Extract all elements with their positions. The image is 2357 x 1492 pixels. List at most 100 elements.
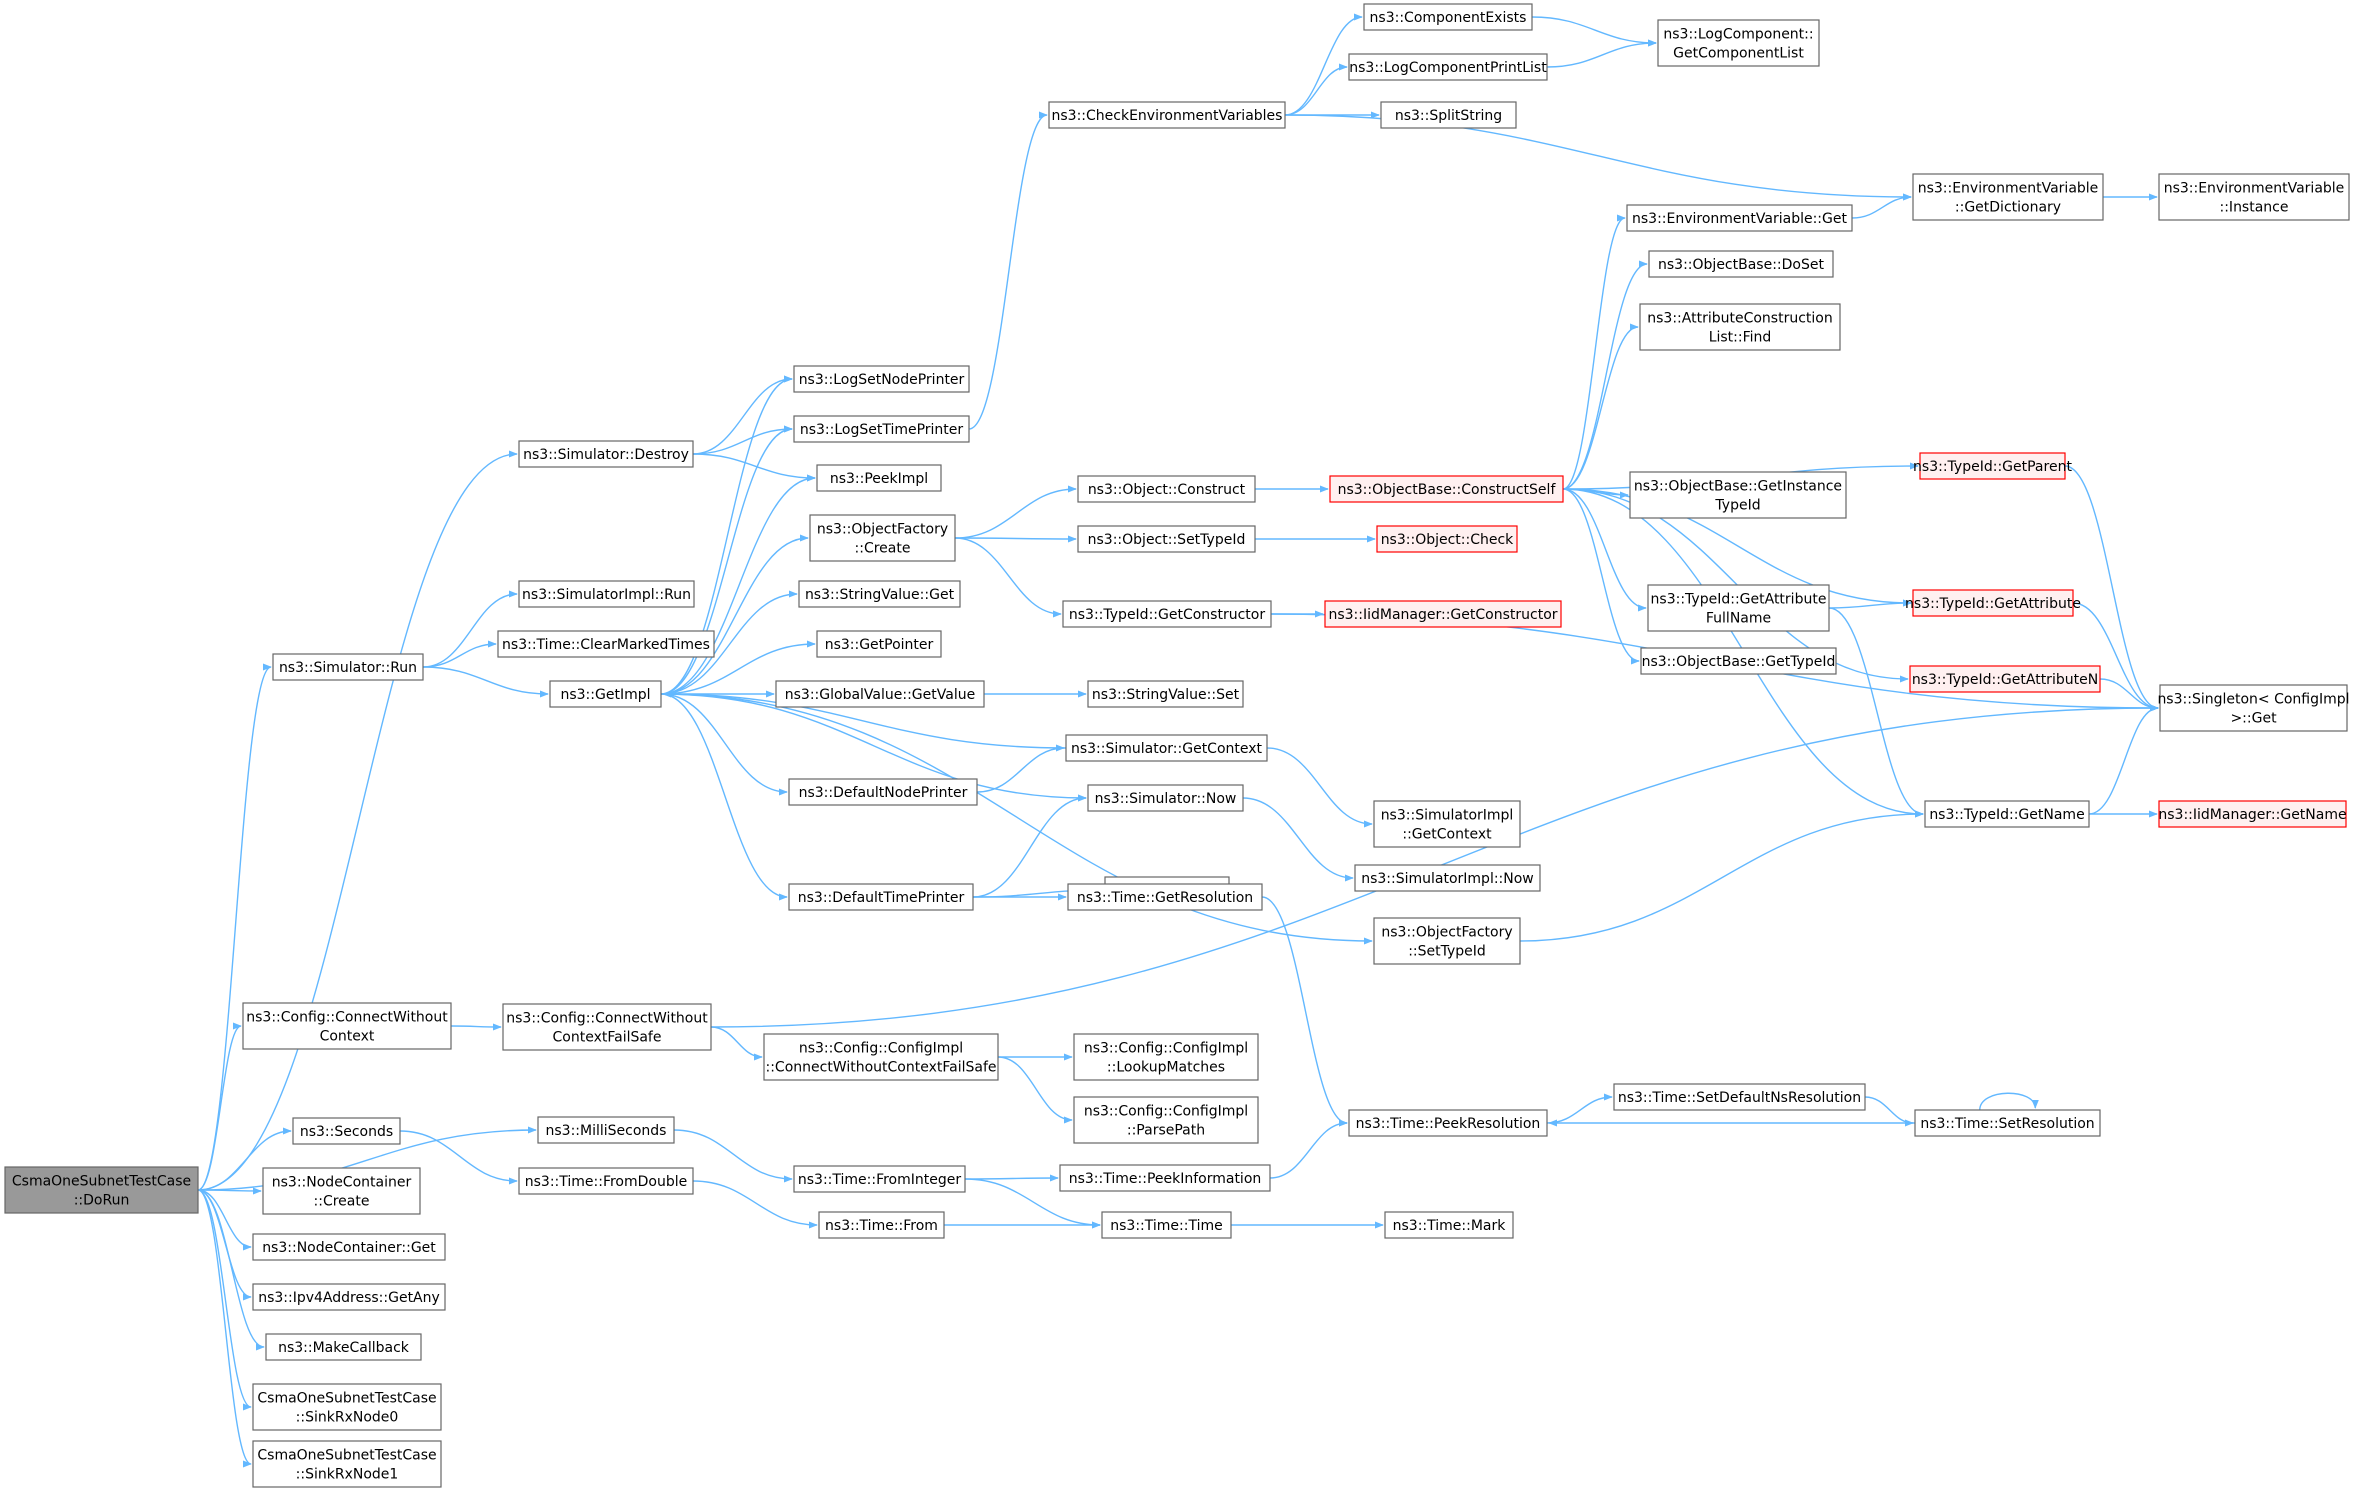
node-log-set-node[interactable]: ns3::LogSetNodePrinter: [793, 365, 970, 393]
node-seconds[interactable]: ns3::Seconds: [292, 1117, 401, 1145]
node-tid-get-ctor[interactable]: ns3::TypeId::GetConstructor: [1062, 600, 1272, 628]
node-make-cb[interactable]: ns3::MakeCallback: [265, 1333, 422, 1361]
node-log-set-time[interactable]: ns3::LogSetTimePrinter: [793, 415, 970, 443]
call-edge-getImpl-to-defNodePrinter: [660, 693, 788, 796]
node-peek-impl[interactable]: ns3::PeekImpl: [816, 464, 942, 492]
call-edge-timeGetRes-to-peekRes: [1261, 896, 1348, 1127]
node-box: [1329, 475, 1564, 503]
node-time-get-res[interactable]: ns3::Time::GetResolution: [1067, 883, 1263, 911]
node-time-time[interactable]: ns3::Time::Time: [1101, 1211, 1232, 1239]
node-cfg-c-w-c[interactable]: ns3::Config::ConnectWithoutContext: [242, 1002, 452, 1050]
node-singleton-get[interactable]: ns3::Singleton< ConfigImpl >::Get: [2157, 684, 2350, 732]
node-log-comp-print[interactable]: ns3::LogComponentPrintList: [1348, 53, 1548, 81]
node-label: ::SetTypeId: [1408, 944, 1486, 960]
node-sim-get-context[interactable]: ns3::Simulator::GetContext: [1065, 734, 1268, 762]
node-sim-impl-now[interactable]: ns3::SimulatorImpl::Now: [1354, 864, 1541, 892]
call-edge-tidGetAttr-to-singletonGet: [2072, 602, 2159, 712]
node-tid-get-attr[interactable]: ns3::TypeId::GetAttribute: [1905, 589, 2081, 617]
node-box: [252, 1383, 442, 1431]
node-label: ::SinkRxNode1: [296, 1467, 399, 1483]
node-iid-get-name[interactable]: ns3::IidManager::GetName: [2158, 800, 2347, 828]
node-env-var-get-dict[interactable]: ns3::EnvironmentVariable::GetDictionary: [1912, 173, 2104, 221]
node-lookup-matches[interactable]: ns3::Config::ConfigImpl::LookupMatches: [1073, 1033, 1259, 1081]
node-box: [1912, 589, 2074, 617]
node-ob-construct-self[interactable]: ns3::ObjectBase::ConstructSelf: [1329, 475, 1564, 503]
call-edge-checkEnv-to-envVarGetDict: [1284, 114, 1912, 201]
node-parse-path[interactable]: ns3::Config::ConfigImpl::ParsePath: [1073, 1096, 1259, 1144]
node-peek-info[interactable]: ns3::Time::PeekInformation: [1059, 1164, 1271, 1192]
node-get-pointer[interactable]: ns3::GetPointer: [816, 630, 942, 658]
node-gv-get-value[interactable]: ns3::GlobalValue::GetValue: [775, 680, 985, 708]
node-def-time-printer[interactable]: ns3::DefaultTimePrinter: [788, 883, 974, 911]
node-obj-fact-set-tid[interactable]: ns3::ObjectFactory::SetTypeId: [1373, 917, 1521, 965]
node-label: ns3::GlobalValue::GetValue: [785, 687, 975, 703]
node-get-impl[interactable]: ns3::GetImpl: [549, 680, 662, 708]
node-env-var-get[interactable]: ns3::EnvironmentVariable::Get: [1626, 204, 1853, 232]
node-tid-get-name[interactable]: ns3::TypeId::GetName: [1924, 800, 2090, 828]
node-ob-do-set[interactable]: ns3::ObjectBase::DoSet: [1648, 250, 1834, 278]
node-nc-get[interactable]: ns3::NodeContainer::Get: [252, 1233, 446, 1261]
node-peek-res[interactable]: ns3::Time::PeekResolution: [1348, 1109, 1548, 1137]
node-set-def-ns-res[interactable]: ns3::Time::SetDefaultNsResolution: [1613, 1083, 1866, 1111]
call-edge-doRun-to-ncGet: [197, 1189, 252, 1251]
node-tid-get-attr-n[interactable]: ns3::TypeId::GetAttributeN: [1909, 665, 2101, 693]
node-sim-impl-get-ctx[interactable]: ns3::SimulatorImpl::GetContext: [1373, 800, 1521, 848]
node-time-mark[interactable]: ns3::Time::Mark: [1384, 1211, 1514, 1239]
node-box: [1909, 665, 2101, 693]
node-obj-fact-create[interactable]: ns3::ObjectFactory::Create: [809, 514, 956, 562]
node-obj-construct[interactable]: ns3::Object::Construct: [1077, 475, 1256, 503]
node-label: ns3::SplitString: [1395, 108, 1502, 124]
node-nc-create[interactable]: ns3::NodeContainer::Create: [262, 1167, 421, 1215]
node-cfg-c-w-c-f-s[interactable]: ns3::Config::ConnectWithoutContextFailSa…: [502, 1003, 712, 1051]
node-box: [1648, 250, 1834, 278]
node-label: ns3::ObjectBase::GetInstance: [1634, 479, 1842, 495]
node-milli-seconds[interactable]: ns3::MilliSeconds: [537, 1116, 675, 1144]
node-obj-set-type-id[interactable]: ns3::Object::SetTypeId: [1077, 525, 1256, 553]
node-label: ns3::LogSetTimePrinter: [800, 422, 964, 438]
node-box: [1363, 3, 1533, 31]
node-label: ns3::ObjectBase::DoSet: [1658, 257, 1824, 273]
node-from-integer[interactable]: ns3::Time::FromInteger: [793, 1165, 966, 1193]
node-ob-get-type-id[interactable]: ns3::ObjectBase::GetTypeId: [1640, 647, 1837, 675]
node-do-run[interactable]: CsmaOneSubnetTestCase::DoRun: [4, 1166, 199, 1214]
node-label: ns3::ObjectFactory: [1381, 925, 1512, 941]
node-sim-impl-run[interactable]: ns3::SimulatorImpl::Run: [518, 580, 695, 608]
call-edge-getImpl-to-logSetNode: [660, 375, 793, 695]
node-sim-now[interactable]: ns3::Simulator::Now: [1087, 784, 1244, 812]
node-box: [1354, 864, 1541, 892]
node-time-set-res[interactable]: ns3::Time::SetResolution: [1914, 1109, 2101, 1137]
node-clear-marked[interactable]: ns3::Time::ClearMarkedTimes: [497, 630, 715, 658]
node-tid-get-parent[interactable]: ns3::TypeId::GetParent: [1913, 452, 2072, 480]
node-iid-get-ctor[interactable]: ns3::IidManager::GetConstructor: [1324, 600, 1562, 628]
call-edge-doRun-to-milliSeconds: [197, 1126, 537, 1191]
node-split-string[interactable]: ns3::SplitString: [1380, 101, 1517, 129]
node-cfg-impl-c-w-c-f-s[interactable]: ns3::Config::ConfigImpl::ConnectWithoutC…: [763, 1033, 999, 1081]
node-box: [1924, 800, 2090, 828]
call-edge-setDefNsRes-to-timeSetRes: [1864, 1096, 1914, 1127]
node-sim-run[interactable]: ns3::Simulator::Run: [272, 653, 424, 681]
node-str-val-get[interactable]: ns3::StringValue::Get: [798, 580, 961, 608]
call-edge-simDestroy-to-peekImpl: [692, 453, 816, 482]
node-env-var-instance[interactable]: ns3::EnvironmentVariable::Instance: [2158, 173, 2350, 221]
node-comp-exists[interactable]: ns3::ComponentExists: [1363, 3, 1533, 31]
node-sim-destroy[interactable]: ns3::Simulator::Destroy: [518, 440, 694, 468]
node-obj-check[interactable]: ns3::Object::Check: [1376, 525, 1518, 553]
node-label: ns3::SimulatorImpl::Run: [522, 587, 691, 603]
node-sink0[interactable]: CsmaOneSubnetTestCase::SinkRxNode0: [252, 1383, 442, 1431]
node-from-double[interactable]: ns3::Time::FromDouble: [518, 1167, 694, 1195]
call-edge-getImpl-to-peekImpl: [660, 474, 816, 695]
node-str-val-set[interactable]: ns3::StringValue::Set: [1087, 680, 1244, 708]
node-box: [1640, 647, 1837, 675]
node-def-node-printer[interactable]: ns3::DefaultNodePrinter: [788, 778, 978, 806]
node-ipv4-any[interactable]: ns3::Ipv4Address::GetAny: [252, 1283, 446, 1311]
node-box: [1101, 1211, 1232, 1239]
node-time-from[interactable]: ns3::Time::From: [818, 1211, 945, 1239]
node-label: CsmaOneSubnetTestCase: [257, 1391, 436, 1407]
node-log-comp-get-list[interactable]: ns3::LogComponent::GetComponentList: [1657, 19, 1820, 67]
node-check-env[interactable]: ns3::CheckEnvironmentVariables: [1048, 101, 1286, 129]
call-edge-objFactCreate-to-objSetTypeId: [954, 535, 1077, 543]
node-sink1[interactable]: CsmaOneSubnetTestCase::SinkRxNode1: [252, 1440, 442, 1488]
